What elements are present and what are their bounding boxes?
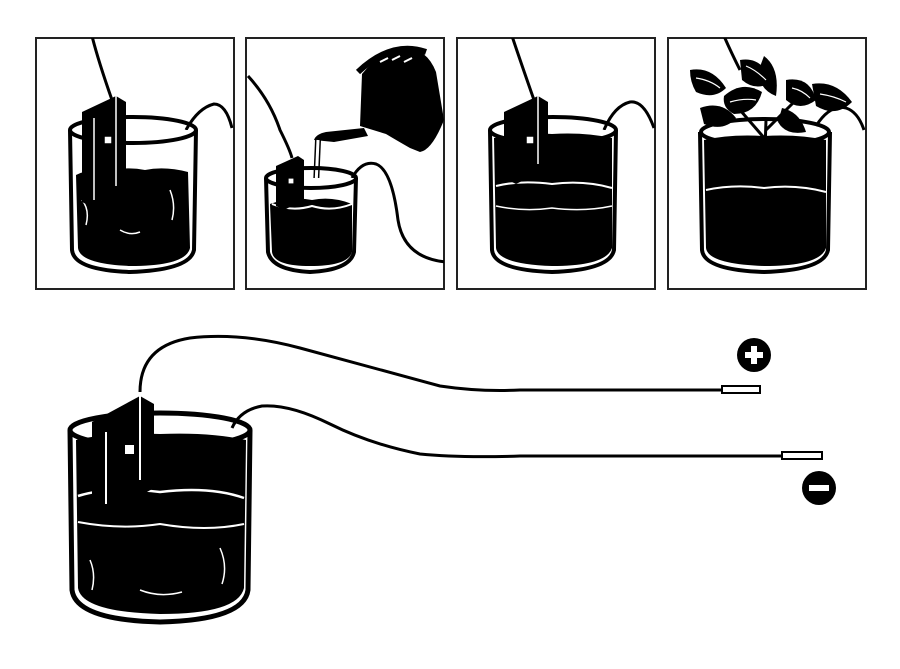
electrode-clip [123,443,136,456]
can-spout [314,128,368,142]
wire-top [90,38,114,101]
wire-top [511,38,536,101]
jar-rim [67,410,253,450]
jar-rim [488,115,618,145]
negative-wire [230,404,782,459]
negative-wire-tip [781,451,823,460]
soil-battery-cell [67,334,823,625]
wire-left [246,74,294,159]
panel-step-4 [667,37,867,290]
negative-terminal-minus-circle-icon [802,471,836,505]
panel-step-1 [35,37,235,290]
positive-wire [138,334,722,393]
wire-right [184,102,234,131]
jar-rim [68,115,198,145]
wire-top [723,38,742,71]
soil [270,198,352,266]
panel-step-3 [456,37,656,290]
wire-right [350,161,444,264]
electrode-plate [82,96,126,208]
wire-right [814,105,866,131]
positive-terminal-plus-circle-icon [737,338,771,372]
watering-can [360,47,444,152]
wire-right [602,100,655,131]
jar-rim [264,166,358,190]
positive-wire-tip [721,385,761,394]
plant [690,56,852,181]
soil [704,135,826,266]
panel-step-2 [245,37,445,290]
moisture-line [495,181,613,189]
